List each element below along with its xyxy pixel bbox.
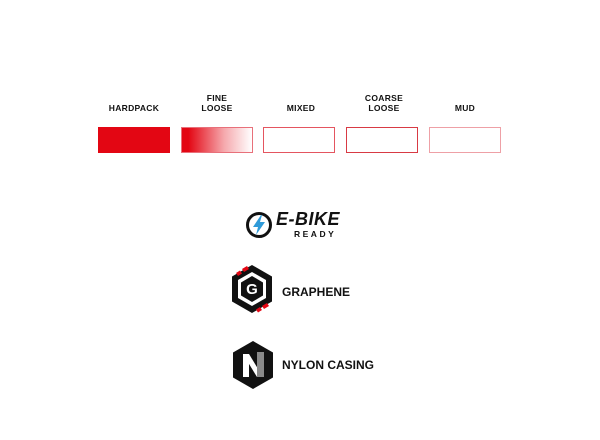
terrain-rating: HARDPACK FINE LOOSE MIXED COARSE LOOSE M… (0, 0, 600, 170)
nylon-label: NYLON CASING (282, 358, 375, 372)
terrain-label-coarse-loose: COARSE LOOSE (364, 93, 404, 113)
nylon-casing-badge: NYLON CASING (228, 340, 388, 390)
graphene-label: GRAPHENE (282, 285, 351, 299)
terrain-box-hardpack (98, 127, 170, 153)
terrain-label-mud: MUD (454, 103, 476, 113)
terrain-label-mixed: MIXED (286, 103, 316, 113)
terrain-label-fine-loose: FINE LOOSE (201, 93, 233, 113)
nylon-hexagon-icon (233, 341, 273, 389)
graphene-hexagon-icon: G (232, 265, 272, 313)
terrain-box-mixed (263, 127, 335, 153)
graphene-badge: G GRAPHENE (228, 263, 368, 315)
ebike-subtitle: READY (294, 229, 337, 239)
ebike-title: E-BIKE (276, 209, 341, 229)
terrain-box-mud (429, 127, 501, 153)
terrain-label-hardpack: HARDPACK (108, 103, 160, 113)
lightning-bolt-icon (246, 212, 272, 238)
graphene-letter: G (246, 281, 258, 298)
ebike-ready-badge: E-BIKE READY (244, 208, 364, 242)
terrain-box-fine-loose (181, 127, 253, 153)
terrain-box-coarse-loose (346, 127, 418, 153)
